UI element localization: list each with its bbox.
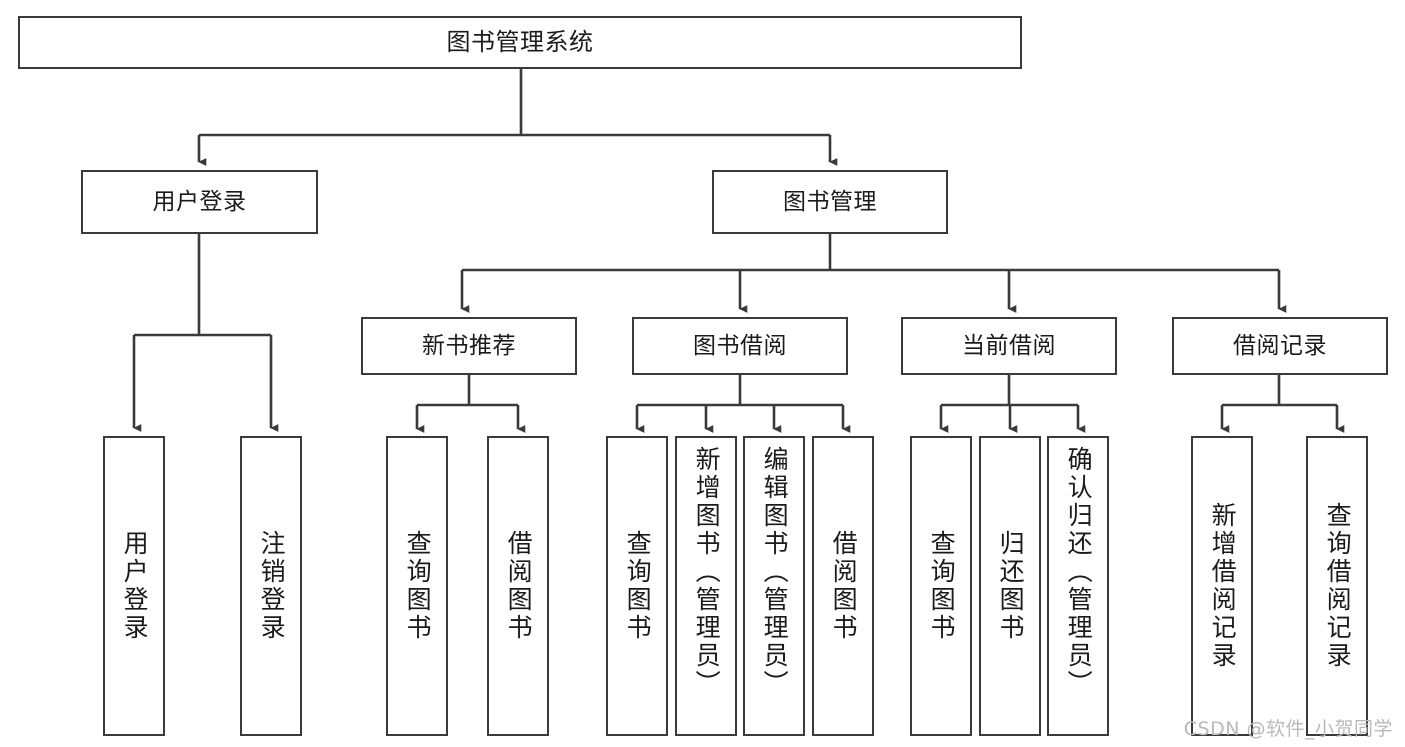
node-leaf-query-book-2[interactable]: 查询图书	[606, 436, 668, 736]
node-leaf-query-book-1[interactable]: 查询图书	[386, 436, 448, 736]
node-leaf-add-record-label: 新增借阅记录	[1208, 502, 1238, 670]
node-leaf-query-record[interactable]: 查询借阅记录	[1306, 436, 1368, 736]
node-root-system[interactable]: 图书管理系统	[18, 16, 1022, 69]
node-leaf-confirm-return-label: 确认归还（管理员）	[1064, 446, 1094, 698]
node-current-borrow[interactable]: 当前借阅	[901, 317, 1117, 375]
node-book-manage[interactable]: 图书管理	[712, 170, 948, 234]
node-user-login[interactable]: 用户登录	[81, 170, 318, 234]
node-new-book-recommend[interactable]: 新书推荐	[361, 317, 577, 375]
node-leaf-return-book-label: 归还图书	[996, 530, 1026, 642]
node-leaf-query-book-3-label: 查询图书	[927, 530, 957, 642]
node-leaf-borrow-book-1[interactable]: 借阅图书	[487, 436, 549, 736]
node-borrow-record-label: 借阅记录	[1233, 332, 1327, 359]
node-leaf-query-book-1-label: 查询图书	[403, 530, 433, 642]
node-book-borrow[interactable]: 图书借阅	[632, 317, 848, 375]
node-leaf-return-book[interactable]: 归还图书	[979, 436, 1041, 736]
node-leaf-borrow-book-2[interactable]: 借阅图书	[812, 436, 874, 736]
node-leaf-query-record-label: 查询借阅记录	[1323, 502, 1353, 670]
node-leaf-confirm-return[interactable]: 确认归还（管理员）	[1047, 436, 1109, 736]
node-leaf-user-login[interactable]: 用户登录	[103, 436, 165, 736]
node-leaf-edit-book[interactable]: 编辑图书（管理员）	[743, 436, 805, 736]
node-leaf-user-login-label: 用户登录	[120, 530, 150, 642]
watermark-text: CSDN @软件_小贺同学	[1183, 718, 1393, 740]
node-borrow-record[interactable]: 借阅记录	[1172, 317, 1388, 375]
node-leaf-edit-book-label: 编辑图书（管理员）	[760, 446, 790, 698]
node-leaf-add-book-label: 新增图书（管理员）	[692, 446, 722, 698]
node-new-book-recommend-label: 新书推荐	[422, 332, 516, 359]
node-book-borrow-label: 图书借阅	[693, 332, 787, 359]
node-book-manage-label: 图书管理	[783, 188, 877, 215]
node-user-login-label: 用户登录	[152, 188, 247, 215]
node-leaf-logout[interactable]: 注销登录	[240, 436, 302, 736]
node-leaf-borrow-book-2-label: 借阅图书	[829, 530, 859, 642]
node-leaf-borrow-book-1-label: 借阅图书	[504, 530, 534, 642]
node-leaf-add-record[interactable]: 新增借阅记录	[1191, 436, 1253, 736]
node-current-borrow-label: 当前借阅	[962, 332, 1056, 359]
node-root-system-label: 图书管理系统	[446, 27, 594, 56]
node-leaf-logout-label: 注销登录	[257, 530, 287, 642]
node-leaf-query-book-3[interactable]: 查询图书	[910, 436, 972, 736]
node-leaf-add-book[interactable]: 新增图书（管理员）	[675, 436, 737, 736]
node-leaf-query-book-2-label: 查询图书	[623, 530, 653, 642]
